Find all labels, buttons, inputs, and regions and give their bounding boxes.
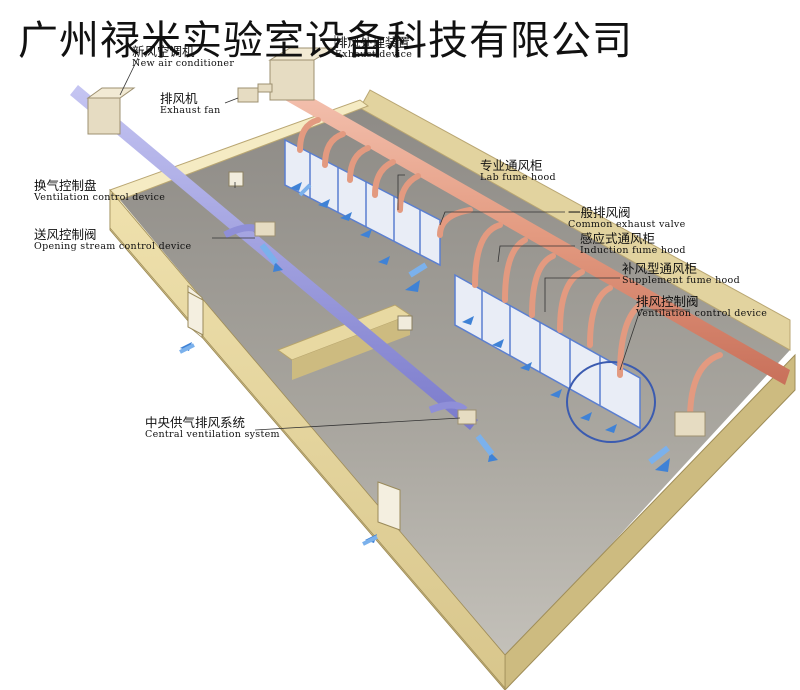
label-lab-fume-hood: 专业通风柜 Lab fume hood — [480, 158, 556, 184]
label-exhaust-device: 排风处理装置 Exhaust device — [335, 35, 413, 61]
door-front — [377, 481, 401, 531]
ventilation-control-panel-2 — [397, 315, 413, 331]
back-wall-right — [359, 89, 791, 351]
company-title: 广州禄米实验室设备科技有限公司 — [18, 18, 633, 64]
label-induction-fume-hood: 感应式通风柜 Induction fume hood — [580, 231, 686, 257]
supply-valve-box — [254, 221, 276, 237]
label-exhaust-fan: 排风机 Exhaust fan — [160, 91, 221, 117]
label-common-exhaust-valve: 一般排风阀 Common exhaust valve — [568, 205, 686, 231]
label-ventilation-control-panel: 换气控制盘 Ventilation control device — [34, 178, 166, 204]
label-supplement-fume-hood: 补风型通风柜 Supplement fume hood — [622, 261, 740, 287]
leader-lines — [119, 35, 690, 431]
lab-floor — [120, 108, 790, 660]
detail-highlight-circle — [566, 361, 656, 443]
label-exhaust-control-valve: 排风控制阀 Ventilation control device — [636, 294, 768, 320]
label-new-air-conditioner: 新风空调机 New air conditioner — [132, 44, 235, 70]
fume-hood-row-lower — [454, 273, 641, 430]
exhaust-end-box — [674, 411, 706, 437]
exhaust-fan — [237, 83, 273, 103]
label-central-ventilation: 中央供气排风系统 Central ventilation system — [145, 415, 280, 441]
fume-hood-row-upper — [284, 138, 441, 267]
label-supply-valve: 送风控制阀 Opening stream control device — [34, 227, 192, 253]
exhaust-branches — [297, 117, 723, 423]
airflow-arrows — [179, 182, 670, 546]
central-supply-box — [457, 409, 477, 425]
ventilation-control-panel — [228, 171, 244, 187]
